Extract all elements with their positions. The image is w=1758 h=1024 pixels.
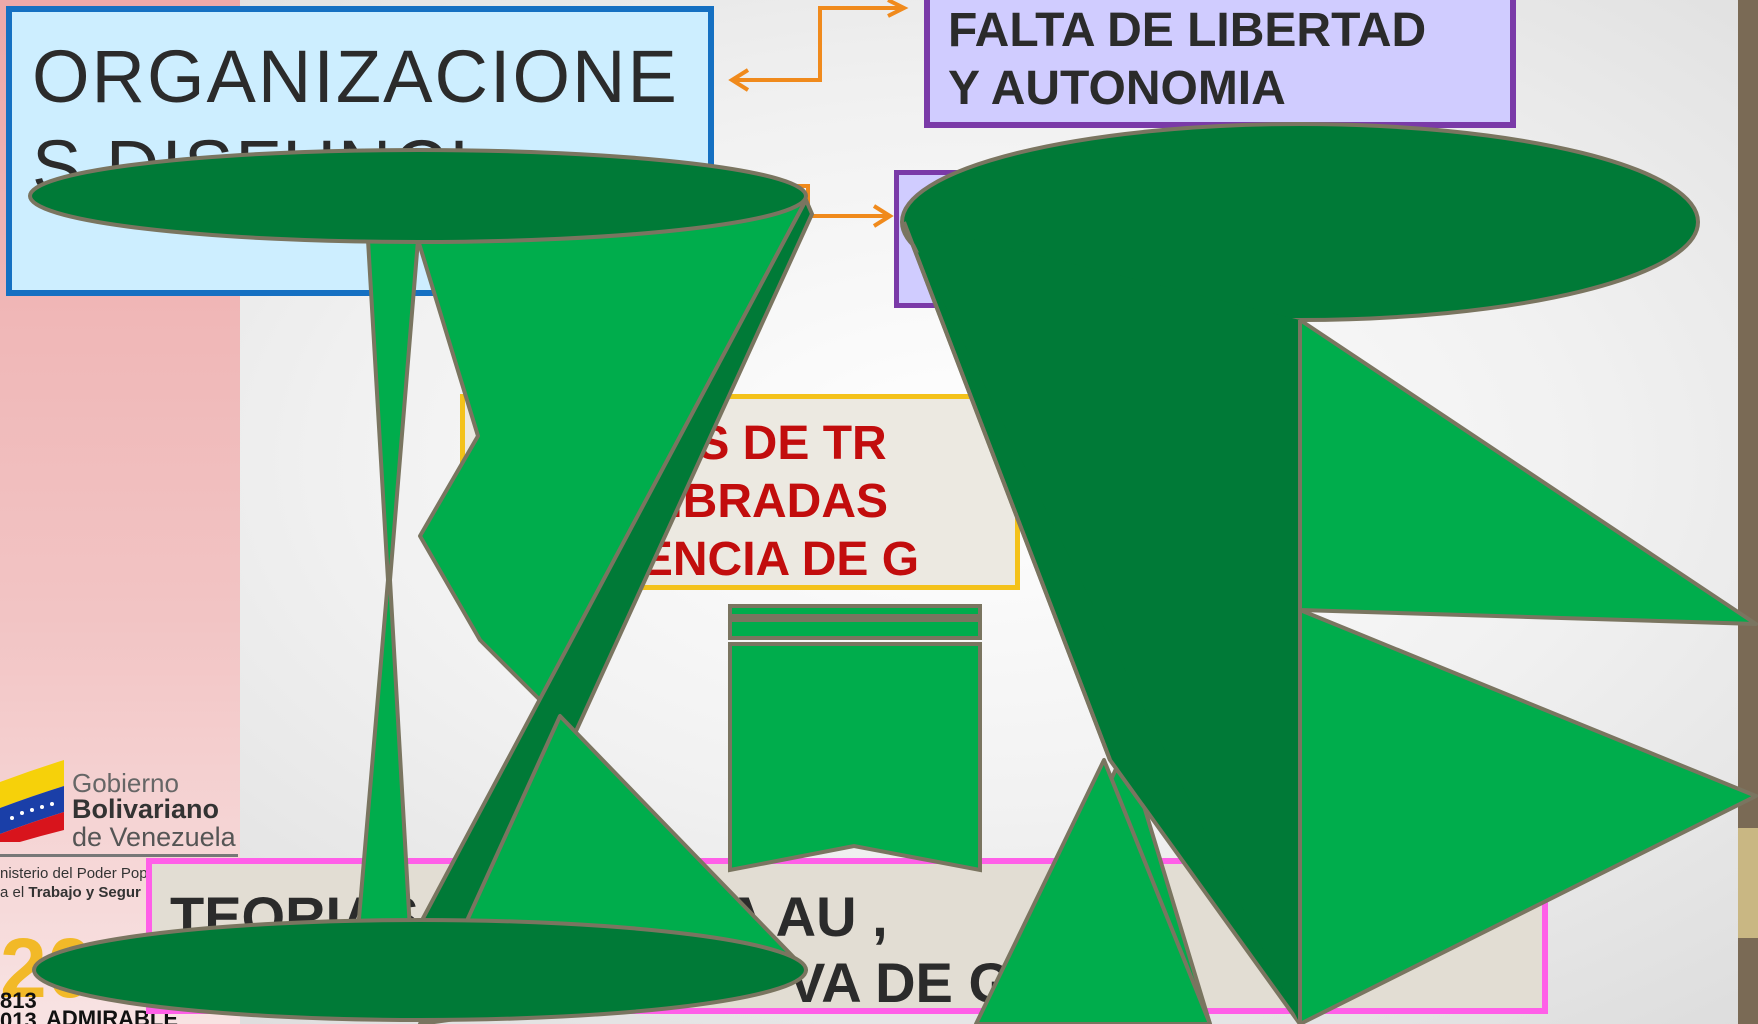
bottom-ellipse-shape <box>32 918 808 1022</box>
right-funnel-fill <box>904 222 1300 1024</box>
ministry-line-2-prefix: a el <box>0 884 29 901</box>
logo-line-venezuela: de Venezuela <box>72 822 236 852</box>
ministry-line-2: a el Trabajo y Segur <box>0 883 148 902</box>
center-bar-group <box>728 604 982 873</box>
ministry-label: nisterio del Poder Pop a el Trabajo y Se… <box>0 864 148 902</box>
right-funnel-left-edge <box>902 221 1112 761</box>
box-falta-text: FALTA DE LIBERTAD Y AUTONOMIA <box>948 2 1426 118</box>
badge-year-1813: 813 <box>0 988 37 1013</box>
ministry-line-1: nisterio del Poder Pop <box>0 865 148 882</box>
ministry-line-2-bold: Trabajo y Segur <box>28 884 141 901</box>
top-ellipse-shape <box>28 148 808 244</box>
center-bar-thin-1 <box>728 604 982 618</box>
box-falta-line-2: Y AUTONOMIA <box>948 62 1286 115</box>
venezuela-flag-icon <box>0 760 64 842</box>
needle-shape <box>356 238 420 932</box>
right-bottom-triangle <box>974 758 1212 1024</box>
center-bar-block <box>728 642 982 873</box>
logo-line-bolivariano: Bolivariano <box>72 794 220 824</box>
badge-year-2013: 013 <box>0 1008 37 1024</box>
logo-divider <box>0 854 238 857</box>
box-falta-line-1: FALTA DE LIBERTAD <box>948 4 1427 57</box>
center-bar-thin-2 <box>728 618 982 640</box>
left-green-shape-group <box>28 148 814 1024</box>
right-edge-bar <box>1738 0 1758 1024</box>
logo-line-gobierno: Gobierno <box>72 768 179 798</box>
box-organizaciones-text: ORGANIZACIONES DISFUNCI <box>32 35 679 208</box>
right-edge-bar-segment <box>1738 828 1758 938</box>
badge-word: ADMIRABLE <box>46 1006 178 1024</box>
right-wedge-lower <box>1298 608 1758 1024</box>
government-logo: Gobierno Bolivariano de Venezuela <box>0 748 240 858</box>
right-wedge-upper <box>1298 318 1758 626</box>
right-green-shape-group <box>900 122 1758 1024</box>
